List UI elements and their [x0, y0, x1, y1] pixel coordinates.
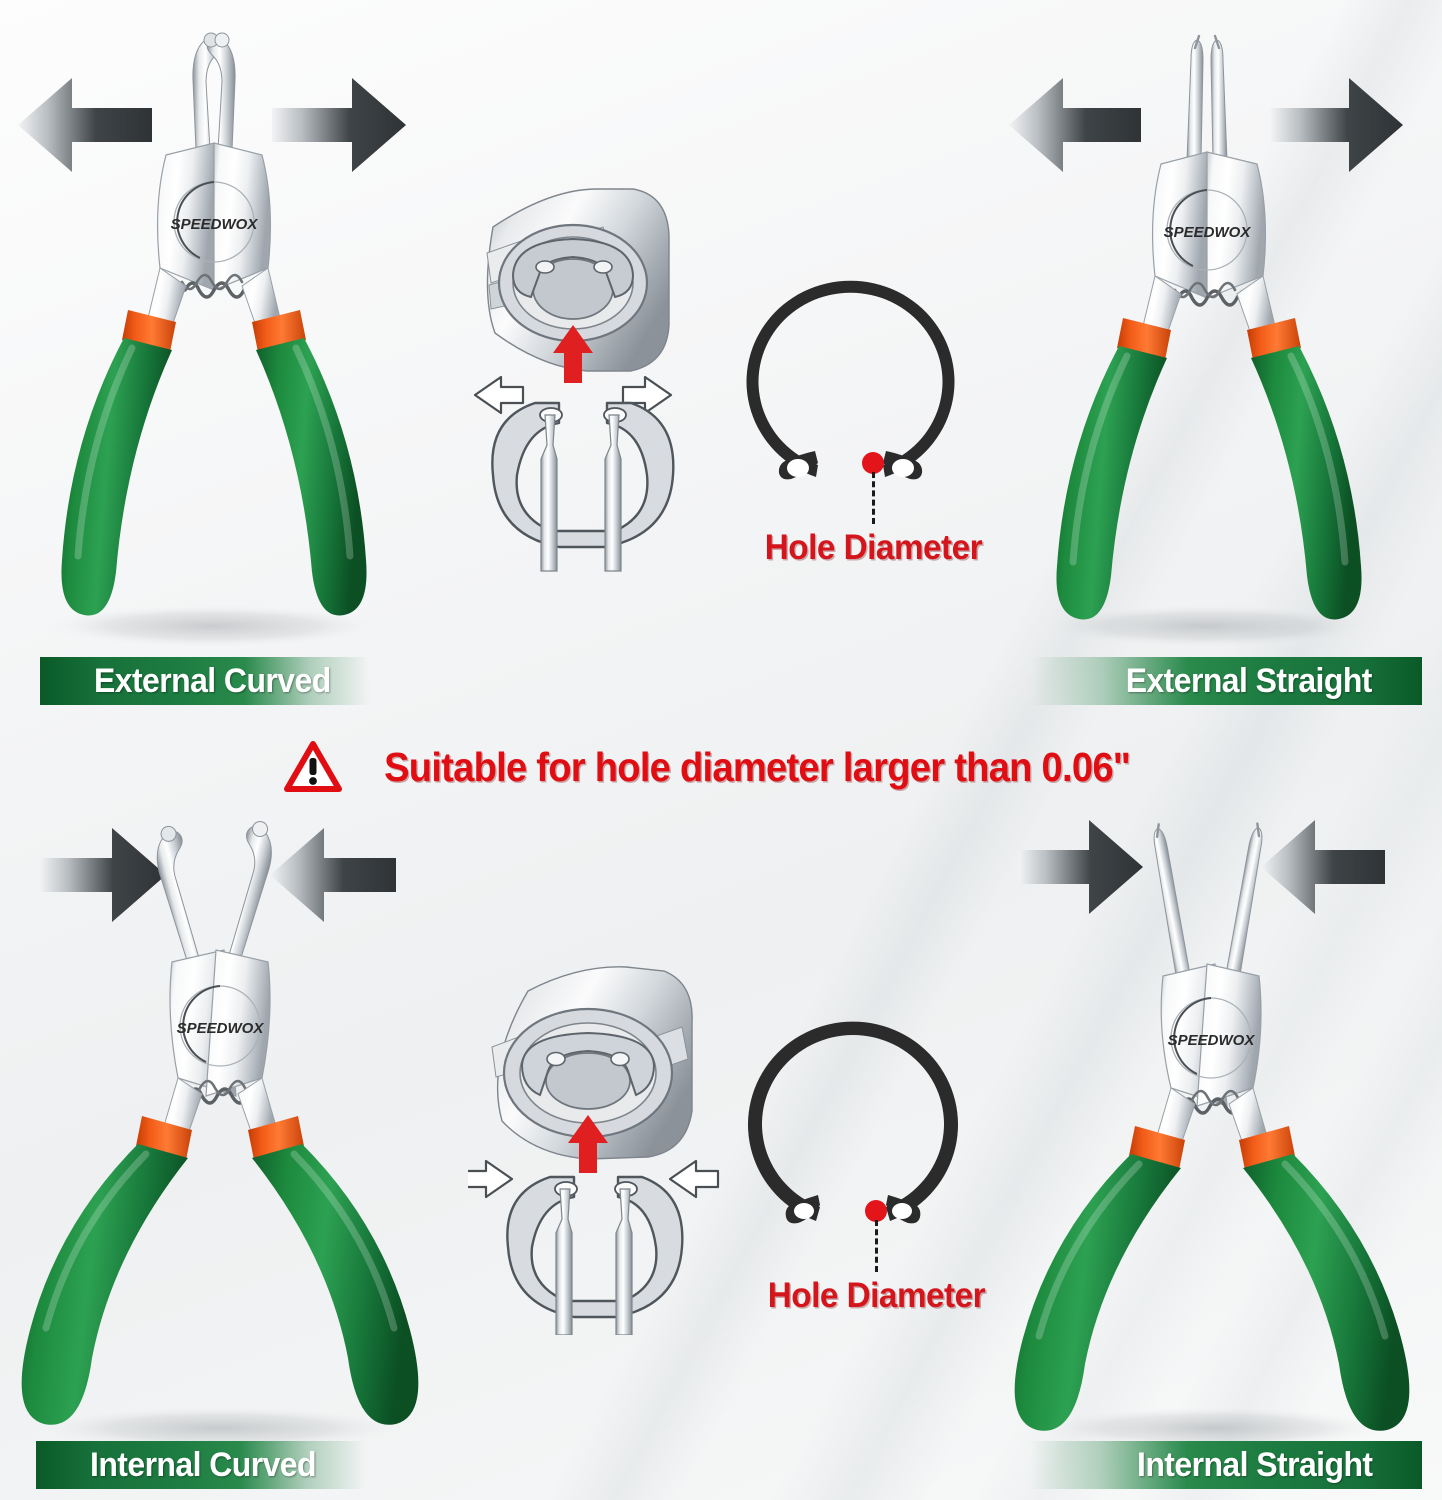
diagram-external	[455, 175, 975, 575]
label-text: External Curved	[94, 661, 331, 700]
spread-arrow-right-inward	[668, 1159, 720, 1199]
label-bar-bg	[36, 1441, 366, 1489]
arrow-left-inward	[40, 828, 166, 922]
panel-internal-curved: SPEEDWOX Internal Curved	[0, 810, 470, 1500]
warning-text: Suitable for hole diameter larger than 0…	[383, 743, 1131, 790]
internal-retaining-ring	[718, 1005, 988, 1240]
insert-arrow-up-icon	[553, 325, 593, 383]
arrow-right-outward	[272, 78, 406, 172]
leader-line	[874, 1220, 878, 1272]
arrow-right-inward	[270, 828, 396, 922]
callout-external-hole-diameter: Hole Diameter	[748, 452, 998, 568]
brand-text-internal-curved: SPEEDWOX	[177, 1020, 265, 1037]
label-bar-bg	[40, 657, 370, 705]
hole-diameter-dot	[862, 452, 884, 474]
callout-internal-hole-diameter: Hole Diameter	[745, 1200, 1007, 1316]
external-retaining-ring	[715, 265, 985, 495]
hole-diameter-label: Hole Diameter	[767, 1276, 985, 1315]
panel-internal-straight: SPEEDWOX Internal Straight	[985, 810, 1442, 1500]
panel-external-straight: SPEEDWOX External Straight	[985, 0, 1442, 705]
ring-on-pins	[491, 401, 675, 572]
ring-on-pins	[506, 1175, 684, 1336]
label-external-straight: External Straight	[1032, 657, 1422, 705]
label-text: Internal Curved	[90, 1445, 317, 1484]
brand-text-external-straight: SPEEDWOX	[1164, 224, 1252, 241]
panel-external-curved: SPEEDWOX External Curved	[0, 0, 470, 705]
shaft-with-external-groove	[486, 188, 670, 383]
hole-diameter-dot	[865, 1200, 887, 1222]
arrow-left-outward	[18, 78, 152, 172]
spread-arrow-left-outward	[473, 375, 525, 415]
label-external-curved: External Curved	[40, 657, 370, 705]
diagram-internal	[462, 955, 988, 1336]
arrow-left-outward	[1009, 78, 1141, 172]
label-internal-straight: Internal Straight	[1030, 1441, 1422, 1489]
brand-text-external-curved: SPEEDWOX	[171, 216, 259, 233]
plier-external-straight: SPEEDWOX	[1009, 34, 1403, 648]
brand-text-internal-straight: SPEEDWOX	[1168, 1032, 1256, 1049]
warning-banner: Suitable for hole diameter larger than 0…	[0, 736, 1442, 798]
plier-external-curved: SPEEDWOX	[18, 32, 406, 648]
label-internal-curved: Internal Curved	[36, 1441, 366, 1489]
label-bar-bg	[1032, 657, 1422, 705]
warning-triangle-icon	[283, 741, 342, 792]
label-text: External Straight	[1125, 661, 1373, 700]
hole-diameter-label: Hole Diameter	[764, 528, 982, 567]
label-bar-bg	[1030, 1441, 1422, 1489]
spread-arrow-left-inward	[462, 1159, 514, 1199]
arrow-right-inward	[1261, 820, 1385, 914]
label-text: Internal Straight	[1136, 1445, 1373, 1484]
insert-arrow-up-icon	[568, 1115, 608, 1173]
bore-with-internal-groove	[491, 966, 693, 1173]
plier-internal-straight: SPEEDWOX	[1014, 820, 1410, 1450]
arrow-right-outward	[1271, 78, 1403, 172]
plier-internal-curved: SPEEDWOX	[21, 821, 419, 1450]
arrow-left-inward	[1019, 820, 1143, 914]
leader-line	[871, 472, 875, 524]
